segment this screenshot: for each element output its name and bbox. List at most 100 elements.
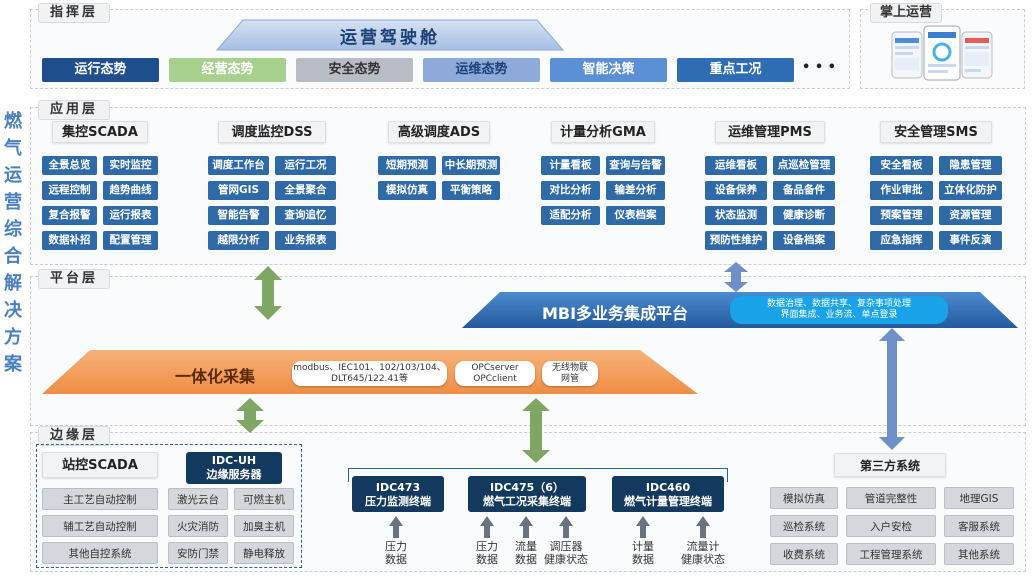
wireless-iot-line-1: 无线物联 — [551, 363, 588, 373]
tile-business-status[interactable]: 经营态势 — [169, 58, 286, 82]
third-party-system[interactable]: 客服系统 — [944, 515, 1014, 537]
module-item[interactable]: 中长期预测 — [442, 156, 500, 175]
module-item[interactable]: 计量看板 — [541, 156, 600, 175]
idc-uh-device[interactable]: 激光云台 — [168, 488, 228, 510]
module-item[interactable]: 预案管理 — [870, 206, 933, 225]
arrow-mbi-application — [724, 262, 748, 292]
protocol-list-line-2: DLT645/122.41等 — [331, 374, 408, 384]
third-party-system[interactable]: 其他系统 — [944, 543, 1014, 565]
module-item[interactable]: 数据补招 — [42, 231, 97, 250]
module-item[interactable]: 运行报表 — [103, 206, 158, 225]
signal-label: 计量数据 — [613, 540, 673, 566]
module-item[interactable]: 健康诊断 — [773, 206, 835, 225]
idc-uh-edge-server[interactable]: IDC-UH 边缘服务器 — [186, 452, 282, 484]
module-item[interactable]: 隐患管理 — [939, 156, 1002, 175]
module-item[interactable]: 调度工作台 — [208, 156, 269, 175]
third-party-system[interactable]: 入户安检 — [846, 515, 936, 537]
module-item[interactable]: 对比分析 — [541, 181, 600, 200]
module-item[interactable]: 适配分析 — [541, 206, 600, 225]
module-item[interactable]: 备品备件 — [773, 181, 835, 200]
module-item[interactable]: 实时监控 — [103, 156, 158, 175]
module-item[interactable]: 运行工况 — [275, 156, 336, 175]
third-party-system[interactable]: 工程管理系统 — [846, 543, 936, 565]
module-title: 调度监控DSS — [218, 121, 326, 143]
tile-operation-status[interactable]: 运行态势 — [42, 58, 159, 82]
module-item[interactable]: 设备档案 — [773, 231, 835, 250]
module-item[interactable]: 智能告警 — [208, 206, 269, 225]
module-item[interactable]: 状态监测 — [705, 206, 767, 225]
module-item[interactable]: 复合报警 — [42, 206, 97, 225]
terminal-group-bracket — [348, 468, 728, 482]
module-item[interactable]: 配置管理 — [103, 231, 158, 250]
edge-layer-label: 边缘层 — [38, 426, 110, 446]
terminal-idc460-model: IDC460 — [645, 481, 691, 494]
module-item[interactable]: 仪表档案 — [606, 206, 665, 225]
signal-arrow — [480, 516, 494, 538]
module-item[interactable]: 资源管理 — [939, 206, 1002, 225]
module-item[interactable]: 业务报表 — [275, 231, 336, 250]
terminal-idc473[interactable]: IDC473 压力监测终端 — [352, 476, 444, 512]
idc-uh-device[interactable]: 火灾消防 — [168, 515, 228, 537]
application-layer-label: 应用层 — [38, 100, 110, 120]
solution-vertical-title: 燃气运营综合解决方案 — [1, 108, 25, 378]
module-item[interactable]: 设备保养 — [705, 181, 767, 200]
terminal-idc460-desc: 燃气计量管理终端 — [624, 495, 712, 508]
vertical-title-char: 方 — [4, 327, 22, 348]
idc-uh-device[interactable]: 静电释放 — [234, 542, 294, 564]
cockpit-title: 运营驾驶舱 — [340, 28, 440, 48]
module-item[interactable]: 管网GIS — [208, 181, 269, 200]
station-item-main-process[interactable]: 主工艺自动控制 — [42, 488, 158, 510]
unified-collection-title: 一体化采集 — [174, 367, 255, 386]
module-item[interactable]: 立体化防护 — [939, 181, 1002, 200]
module-item[interactable]: 运维看板 — [705, 156, 767, 175]
module-item[interactable]: 点巡检管理 — [773, 156, 835, 175]
third-party-system[interactable]: 管道完整性 — [846, 487, 936, 509]
terminal-idc460[interactable]: IDC460 燃气计量管理终端 — [612, 476, 724, 512]
signal-label: 流量计健康状态 — [673, 540, 733, 566]
module-title: 集控SCADA — [52, 121, 148, 143]
module-item[interactable]: 模拟仿真 — [378, 181, 436, 200]
signal-label-line-1: 流量 — [515, 540, 537, 553]
module-item[interactable]: 趋势曲线 — [103, 181, 158, 200]
module-item[interactable]: 全景总览 — [42, 156, 97, 175]
tile-safety-status[interactable]: 安全态势 — [296, 58, 413, 82]
module-item[interactable]: 作业审批 — [870, 181, 933, 200]
module-item[interactable]: 查询追忆 — [275, 206, 336, 225]
terminal-idc475[interactable]: IDC475（6） 燃气工况采集终端 — [468, 476, 586, 512]
station-item-other-control[interactable]: 其他自控系统 — [42, 542, 158, 564]
module-item[interactable]: 事件反演 — [939, 231, 1002, 250]
third-party-system[interactable]: 地理GIS — [944, 487, 1014, 509]
module-item[interactable]: 全景聚合 — [275, 181, 336, 200]
module-item[interactable]: 平衡策略 — [442, 181, 500, 200]
module-title: 运维管理PMS — [715, 121, 825, 143]
tile-maintenance-status[interactable]: 运维态势 — [423, 58, 540, 82]
module-item[interactable]: 远程控制 — [42, 181, 97, 200]
third-party-system[interactable]: 巡检系统 — [770, 515, 838, 537]
module-item[interactable]: 安全看板 — [870, 156, 933, 175]
module-item[interactable]: 短期预测 — [378, 156, 436, 175]
arrow-platform-application — [254, 266, 282, 320]
signal-label-line-2: 数据 — [476, 553, 498, 566]
idc-uh-device[interactable]: 加臭主机 — [234, 515, 294, 537]
module-item[interactable]: 预防性维护 — [705, 231, 767, 250]
vertical-title-char: 气 — [4, 138, 22, 159]
wireless-iot-line-2: 网管 — [560, 374, 579, 384]
station-item-aux-process[interactable]: 辅工艺自动控制 — [42, 515, 158, 537]
signal-label-line-1: 计量 — [632, 540, 654, 553]
signal-label-line-1: 流量计 — [686, 540, 720, 553]
idc-uh-device[interactable]: 安防门禁 — [168, 542, 228, 564]
mbi-capabilities-line-1: 数据治理、数据共享、复杂事项处理 — [766, 299, 911, 309]
signal-arrow — [636, 516, 650, 538]
module-item[interactable]: 越限分析 — [208, 231, 269, 250]
module-item[interactable]: 应急指挥 — [870, 231, 933, 250]
third-party-system[interactable]: 收费系统 — [770, 543, 838, 565]
module-item[interactable]: 查询与告警 — [606, 156, 665, 175]
vertical-title-char: 综 — [4, 219, 22, 240]
module-item[interactable]: 输差分析 — [606, 181, 665, 200]
tile-smart-decision[interactable]: 智能决策 — [550, 58, 667, 82]
terminal-idc473-model: IDC473 — [375, 481, 421, 494]
third-party-system[interactable]: 模拟仿真 — [770, 487, 838, 509]
tile-key-conditions[interactable]: 重点工况 — [677, 58, 794, 82]
station-group-frame — [36, 444, 302, 568]
idc-uh-device[interactable]: 可燃主机 — [234, 488, 294, 510]
